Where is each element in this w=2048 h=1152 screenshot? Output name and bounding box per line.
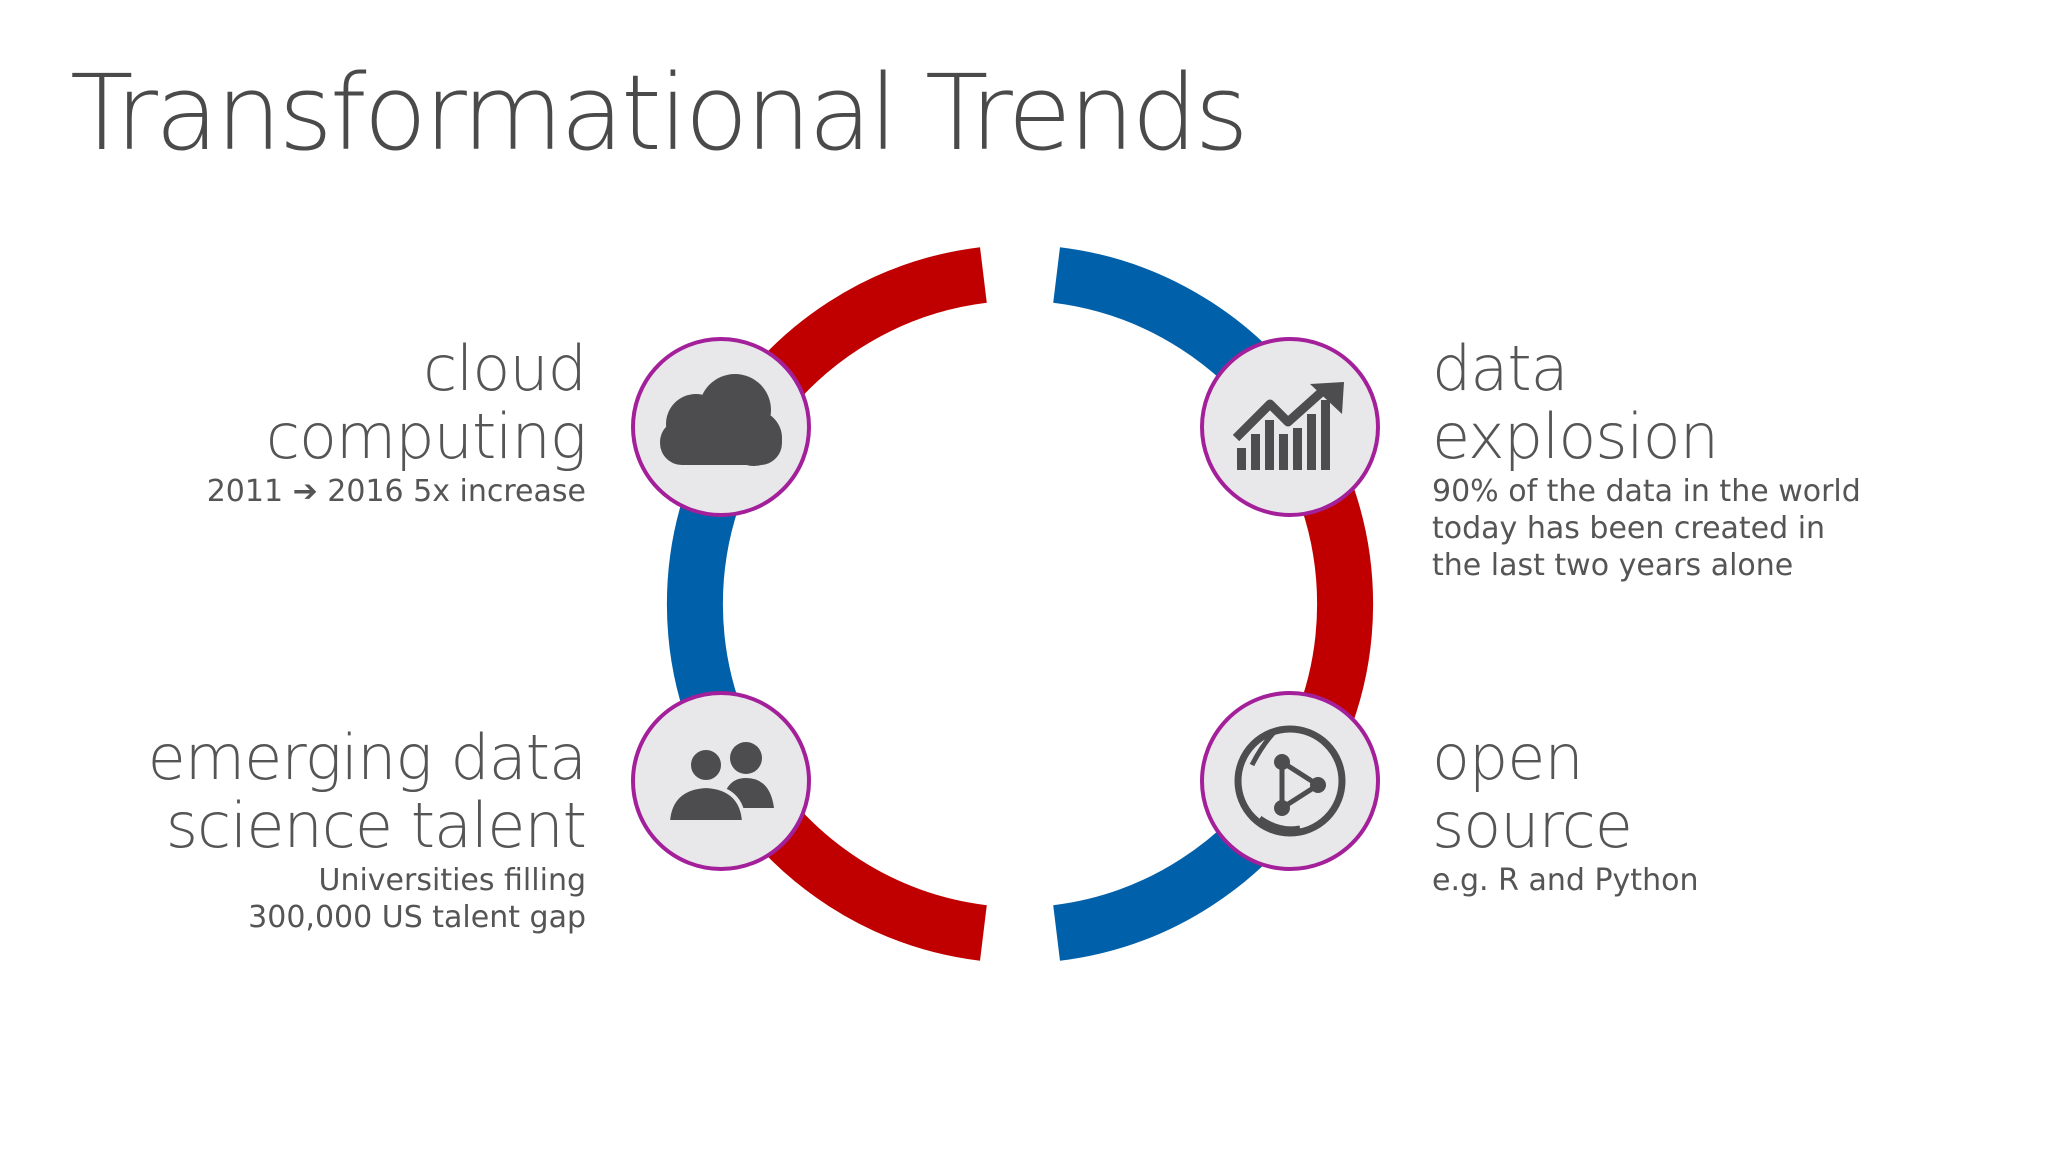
trend-caption: 2011 ➔ 2016 5x increase (206, 474, 586, 509)
slide-title: Transformational Trends (70, 52, 1249, 174)
network-globe-icon (1234, 725, 1346, 837)
node-data-explosion (1200, 337, 1380, 517)
trend-heading: cloud computing (265, 332, 587, 473)
trend-heading: emerging data science talent (147, 721, 587, 862)
trend-data-science-talent: emerging data science talent Universitie… (66, 721, 587, 936)
trend-caption: e.g. R and Python (1432, 863, 1699, 898)
trend-data-explosion: data explosion 90% of the data in the wo… (1432, 335, 1952, 584)
node-data-science-talent (631, 691, 811, 871)
growth-chart-icon (1232, 382, 1344, 470)
trend-cloud-computing: cloud computing 2011 ➔ 2016 5x increase (66, 332, 587, 510)
trend-heading: data explosion (1432, 332, 1719, 473)
people-icon (665, 742, 774, 824)
right-arrow-icon: ➔ (292, 474, 318, 509)
trend-caption: 90% of the data in the world today has b… (1432, 474, 1861, 583)
trend-open-source: open source e.g. R and Python (1432, 724, 1952, 899)
node-cloud-computing (631, 337, 811, 517)
ring-arc-left (666, 469, 746, 739)
ring-arc-right (1294, 469, 1374, 739)
trend-heading: open source (1432, 721, 1633, 862)
cloud-icon (660, 374, 782, 466)
trend-caption: Universities filling 300,000 US talent g… (248, 863, 586, 935)
node-open-source (1200, 691, 1380, 871)
